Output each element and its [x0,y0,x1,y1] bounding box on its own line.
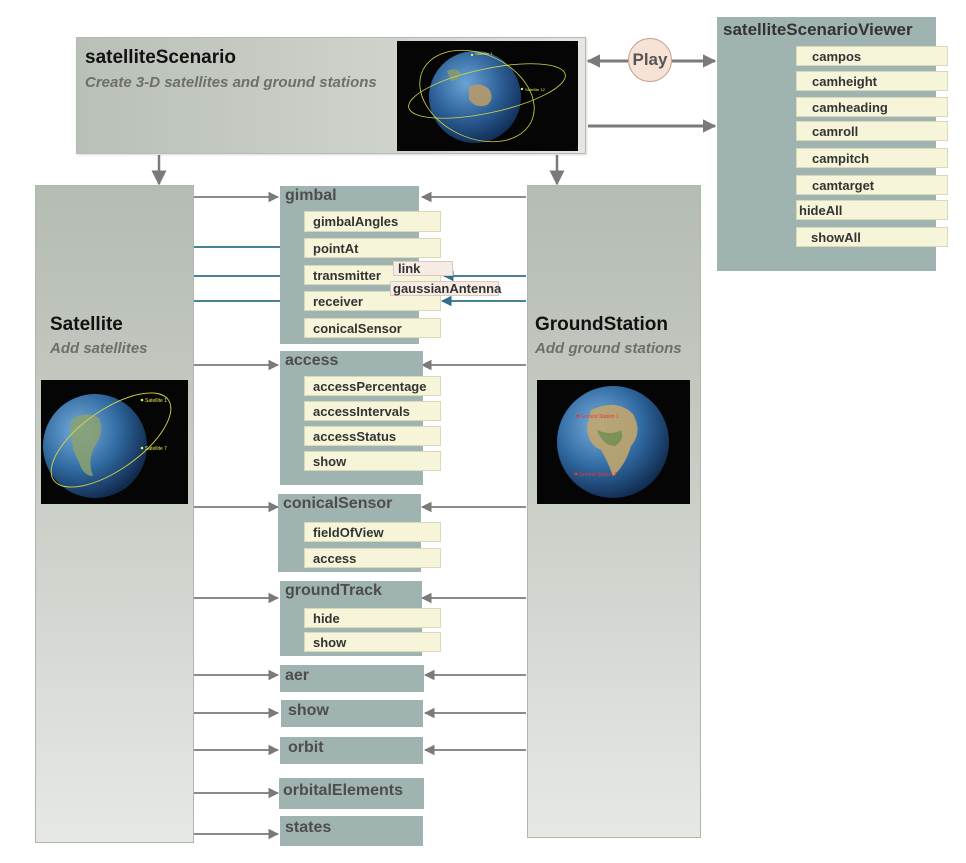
scenario-globe-image: Satellite 1 Satellite 12 [397,41,578,151]
satellite-image-label-1: Satellite 1 [145,398,167,404]
viewer-item-showall[interactable]: showAll [796,227,948,247]
scenario-image-label-1: Satellite 1 [475,51,493,56]
satellite-title: Satellite [50,314,123,335]
group-ground-track-title: groundTrack [285,582,382,599]
conical-sensor-item-access[interactable]: access [304,548,441,568]
method-show[interactable]: show [281,700,423,727]
method-orbit-label: orbit [288,739,324,756]
scenario-subtitle: Create 3-D satellites and ground station… [85,74,377,91]
method-orbital-elements-label: orbitalElements [283,782,404,799]
satellite-scenario-box: satelliteScenario Create 3-D satellites … [76,37,586,154]
access-item-accesspercentage[interactable]: accessPercentage [304,376,441,396]
groundstation-image-label-1: Ground Station 1 [581,414,619,420]
viewer-item-hideall[interactable]: hideAll [796,200,948,220]
groundstation-subtitle: Add ground stations [535,340,682,357]
satellite-subtitle: Add satellites [50,340,148,357]
access-item-show[interactable]: show [304,451,441,471]
ground-track-item-show[interactable]: show [304,632,441,652]
ground-track-item-hide[interactable]: hide [304,608,441,628]
viewer-item-camroll[interactable]: camroll [796,121,948,141]
groundstation-image-label-2: Ground Station 2 [579,472,617,478]
method-aer-label: aer [285,667,310,684]
gimbal-item-receiver[interactable]: receiver [304,291,441,311]
viewer-title: satelliteScenarioViewer [723,20,913,39]
groundstation-panel: GroundStation Add ground stations Ground… [527,185,701,838]
viewer-item-camheight[interactable]: camheight [796,71,948,91]
access-item-accessstatus[interactable]: accessStatus [304,426,441,446]
group-access-title: access [285,352,339,369]
tag-link: link [393,261,453,276]
viewer-item-campos[interactable]: campos [796,46,948,66]
viewer-item-camheading[interactable]: camheading [796,97,948,117]
satellite-image-label-2: Satellite 7 [145,446,167,452]
conical-sensor-item-fieldofview[interactable]: fieldOfView [304,522,441,542]
access-item-accessintervals[interactable]: accessIntervals [304,401,441,421]
method-orbit[interactable]: orbit [280,737,423,764]
satellite-panel: Satellite Add satellites Satellite 1 Sat… [35,185,194,843]
groundstation-globe-image: Ground Station 1 Ground Station 2 [537,380,690,504]
satellite-scenario-viewer-box: satelliteScenarioViewer campos camheight… [717,17,948,271]
method-aer[interactable]: aer [280,665,424,692]
scenario-title: satelliteScenario [85,47,237,68]
group-conical-sensor-title: conicalSensor [283,495,393,512]
method-orbital-elements[interactable]: orbitalElements [279,778,424,809]
groundstation-title: GroundStation [535,314,668,335]
viewer-item-camtarget[interactable]: camtarget [796,175,948,195]
method-states-label: states [285,819,332,836]
play-button[interactable]: Play [628,38,672,82]
viewer-item-campitch[interactable]: campitch [796,148,948,168]
satellite-globe-image: Satellite 1 Satellite 7 [41,380,188,504]
method-show-label: show [288,702,329,719]
gimbal-item-gimbalangles[interactable]: gimbalAngles [304,211,441,232]
tag-gaussian-antenna: gaussianAntenna [390,281,501,296]
gimbal-item-conicalsensor[interactable]: conicalSensor [304,318,441,338]
group-gimbal-title: gimbal [285,187,337,204]
method-states[interactable]: states [280,816,423,846]
scenario-image-label-2: Satellite 12 [525,87,546,92]
gimbal-item-pointat[interactable]: pointAt [304,238,441,258]
